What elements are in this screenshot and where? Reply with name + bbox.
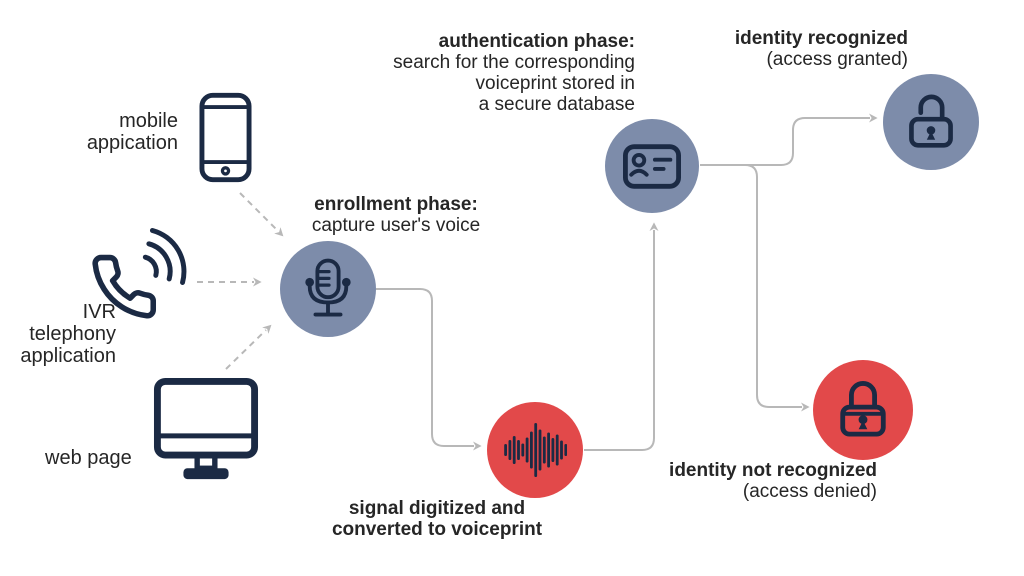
microphone-icon xyxy=(305,258,351,317)
edge-enrollment-to-voiceprint xyxy=(376,288,482,451)
locked-padlock-icon xyxy=(840,381,886,437)
unlocked-padlock-icon xyxy=(909,94,953,148)
edge-web-to-enrollment xyxy=(225,324,272,370)
identity-recognized-label: identity recognized (access granted) xyxy=(734,28,908,70)
web-page-label: web page xyxy=(45,447,132,469)
authentication-phase-label: authentication phase: search for the cor… xyxy=(393,31,635,115)
edge-mobile-to-enrollment xyxy=(239,192,284,237)
authentication-node xyxy=(605,119,699,213)
access-granted-node xyxy=(883,74,979,170)
enrollment-node xyxy=(280,241,376,337)
soundwave-icon xyxy=(504,423,567,477)
edge-authentication-to-granted xyxy=(700,113,878,166)
voiceprint-node xyxy=(487,402,583,498)
id-card-icon xyxy=(623,143,681,189)
phone-call-icon xyxy=(92,227,187,319)
edge-voiceprint-to-authentication xyxy=(584,222,659,451)
enrollment-phase-label: enrollment phase: capture user's voice xyxy=(311,194,481,236)
mobile-application-label: mobile appication xyxy=(86,110,178,154)
smartphone-icon xyxy=(199,92,252,183)
edge-authentication-to-denied xyxy=(744,164,810,412)
access-denied-node xyxy=(813,360,913,460)
identity-not-recognized-label: identity not recognized (access denied) xyxy=(669,460,877,502)
ivr-telephony-application-label: IVR telephony application xyxy=(20,301,116,367)
desktop-monitor-icon xyxy=(153,377,259,480)
voiceprint-label: signal digitized and converted to voicep… xyxy=(331,498,543,540)
